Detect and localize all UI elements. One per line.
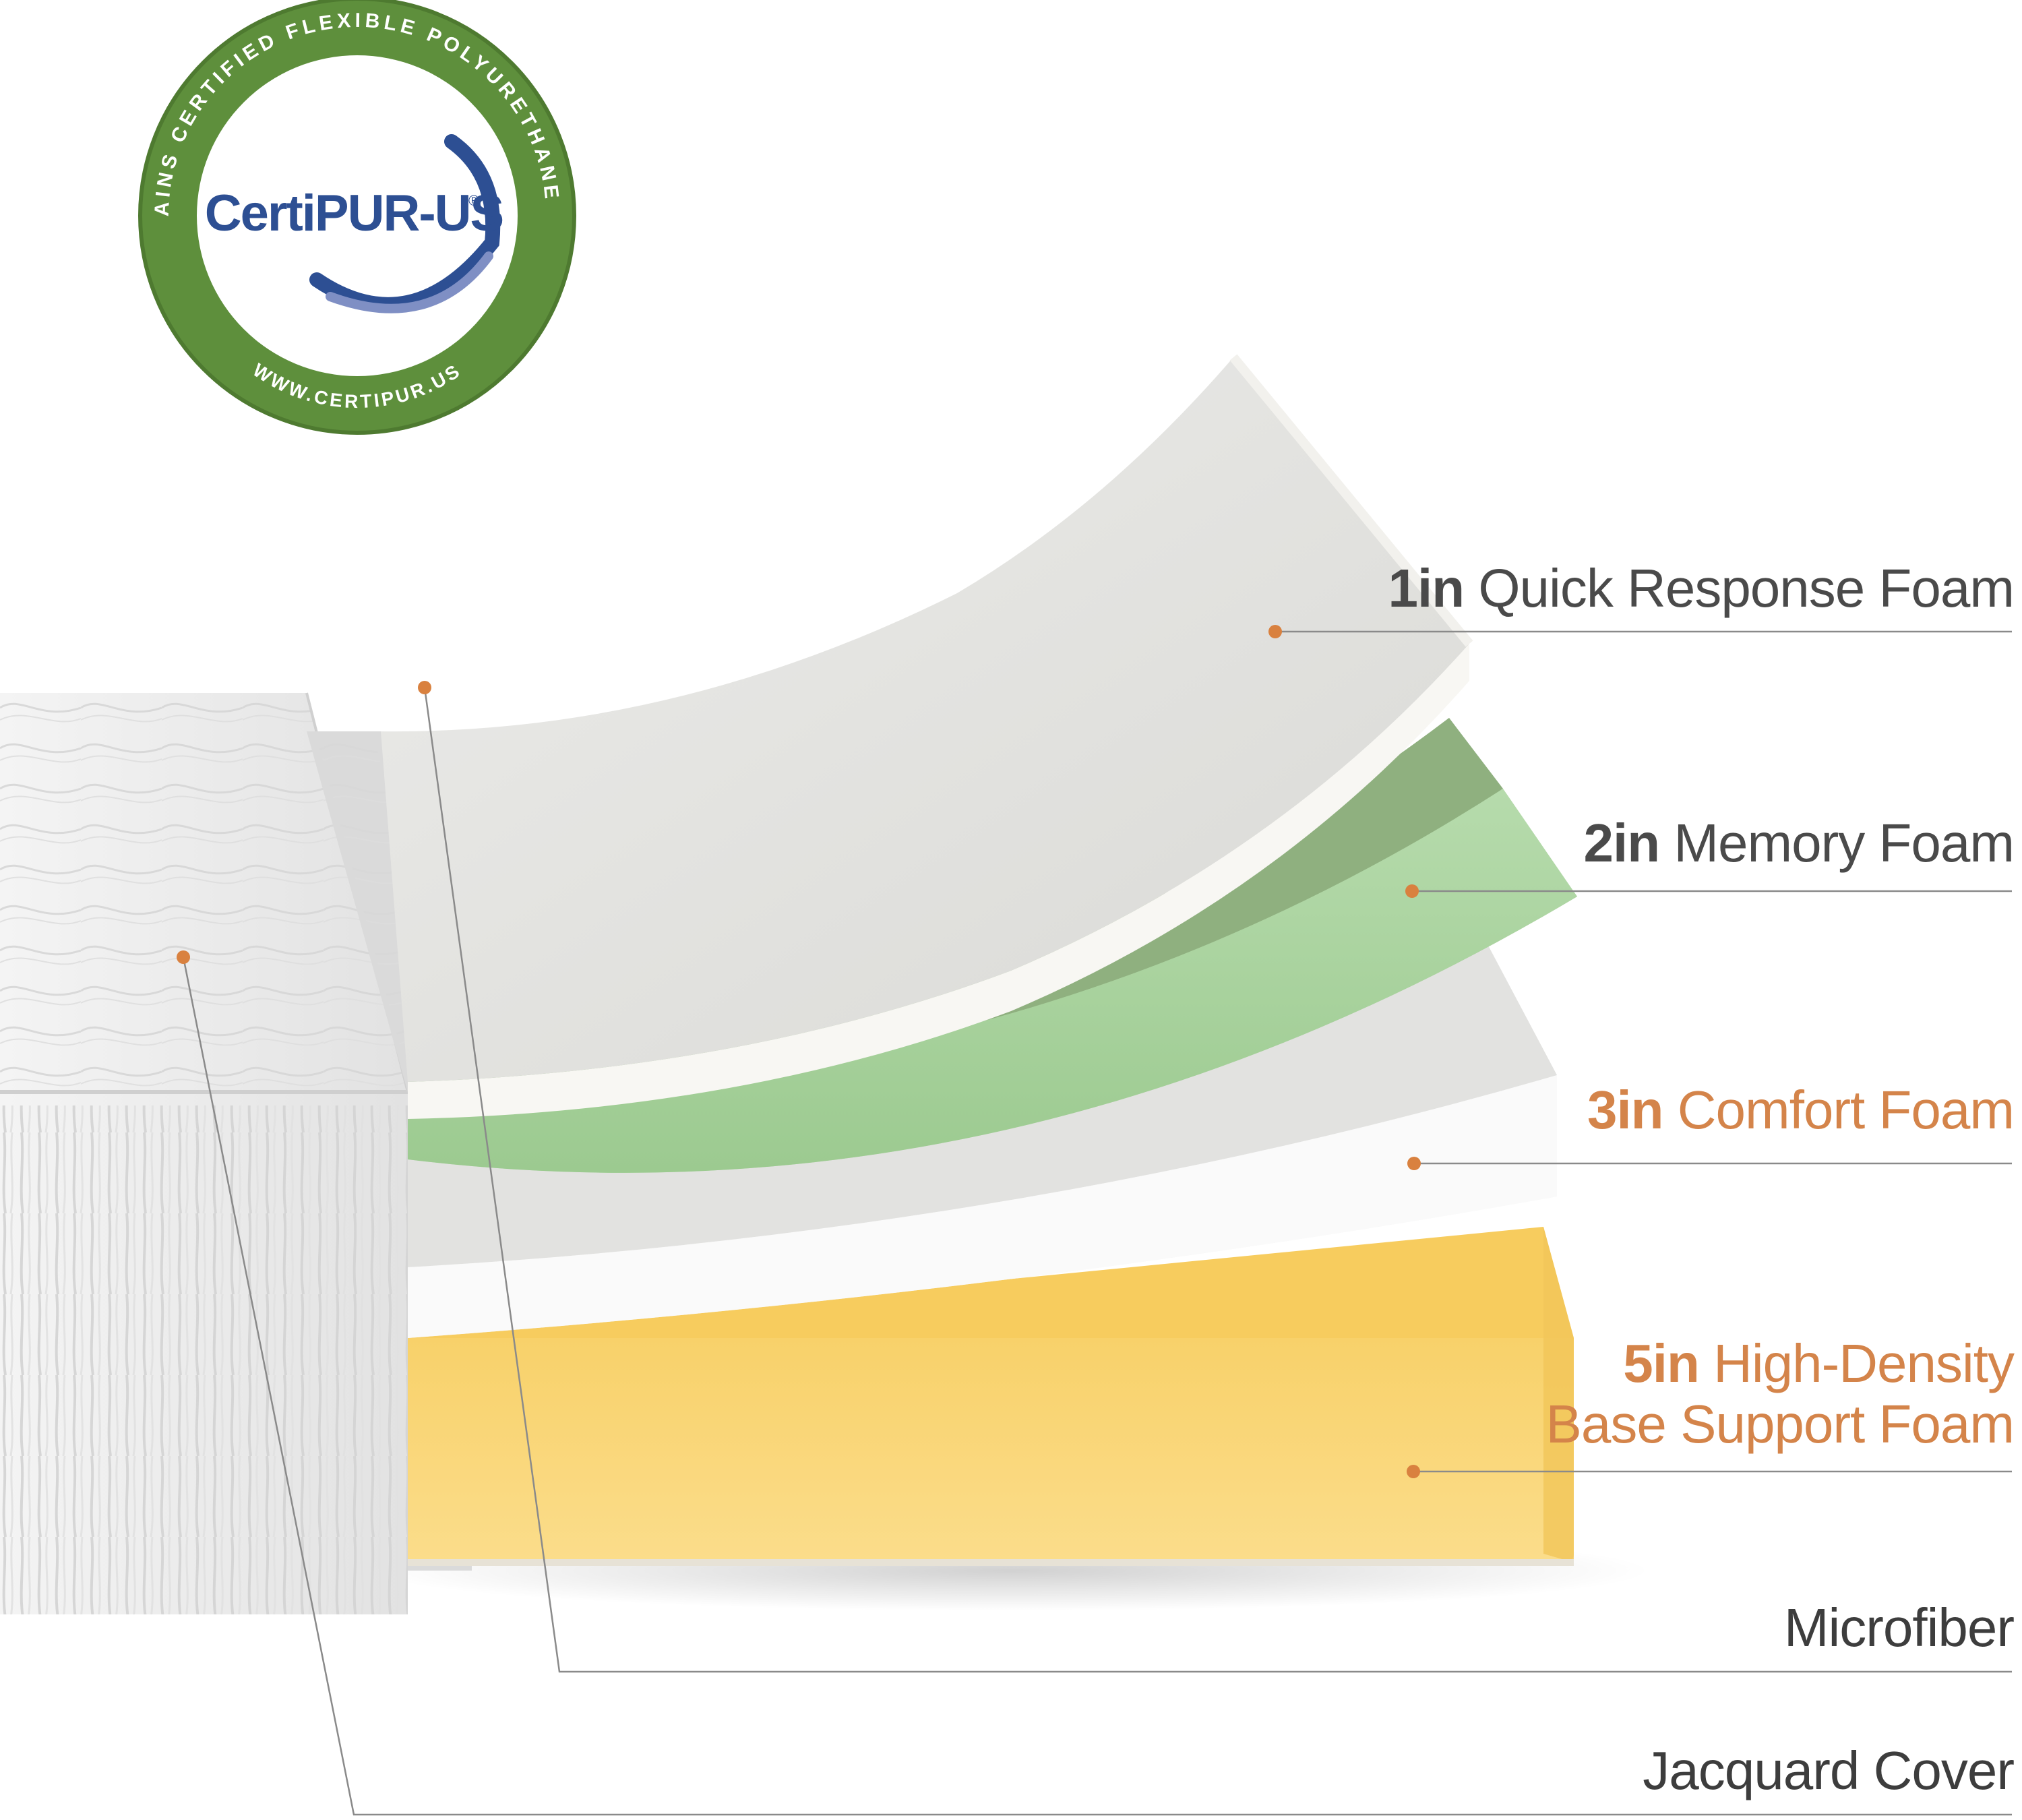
leader-lines [182,630,2012,1816]
label-1in-thickness: 1in [1388,558,1465,618]
label-5in-name-line1: High-Density [1713,1333,2015,1393]
label-5in-high-density-base-support-foam: 5in High-Density Base Support Foam [1545,1333,2015,1454]
label-2in-memory-foam: 2in Memory Foam [1583,813,2015,874]
layer-1in-quick-response-foam [381,354,1473,1119]
label-1in-quick-response-foam: 1in Quick Response Foam [1388,558,2015,619]
label-5in-thickness: 5in [1623,1333,1700,1393]
label-1in-name: Quick Response Foam [1478,558,2015,618]
label-3in-name: Comfort Foam [1677,1080,2015,1140]
label-5in-name-line2: Base Support Foam [1545,1393,2015,1454]
marker-microfiber [418,681,431,694]
label-2in-name: Memory Foam [1674,813,2015,873]
label-5in-line1: 5in High-Density [1546,1333,2015,1394]
label-3in-comfort-foam: 3in Comfort Foam [1587,1080,2015,1141]
seal-brand-text: CertiPUR-US [205,185,503,242]
marker-5in [1407,1465,1420,1478]
label-2in-thickness: 2in [1583,813,1661,873]
markers [177,625,1421,1478]
seal-registered-mark: ® [468,192,479,209]
marker-1in [1268,625,1282,638]
jacquard-cover-block [0,692,409,1614]
marker-2in [1405,884,1419,898]
leader-line-jacquard [182,957,2012,1816]
label-microfiber: Microfiber [1783,1598,2015,1658]
marker-jacquard [177,950,190,964]
marker-3in [1407,1157,1421,1170]
certipur-seal: CONTAINS CERTIFIED FLEXIBLE POLYURETHANE… [138,0,576,435]
label-3in-thickness: 3in [1587,1080,1664,1140]
label-jacquard-cover: Jacquard Cover [1643,1740,2015,1800]
leader-line-microfiber [423,687,2012,1673]
